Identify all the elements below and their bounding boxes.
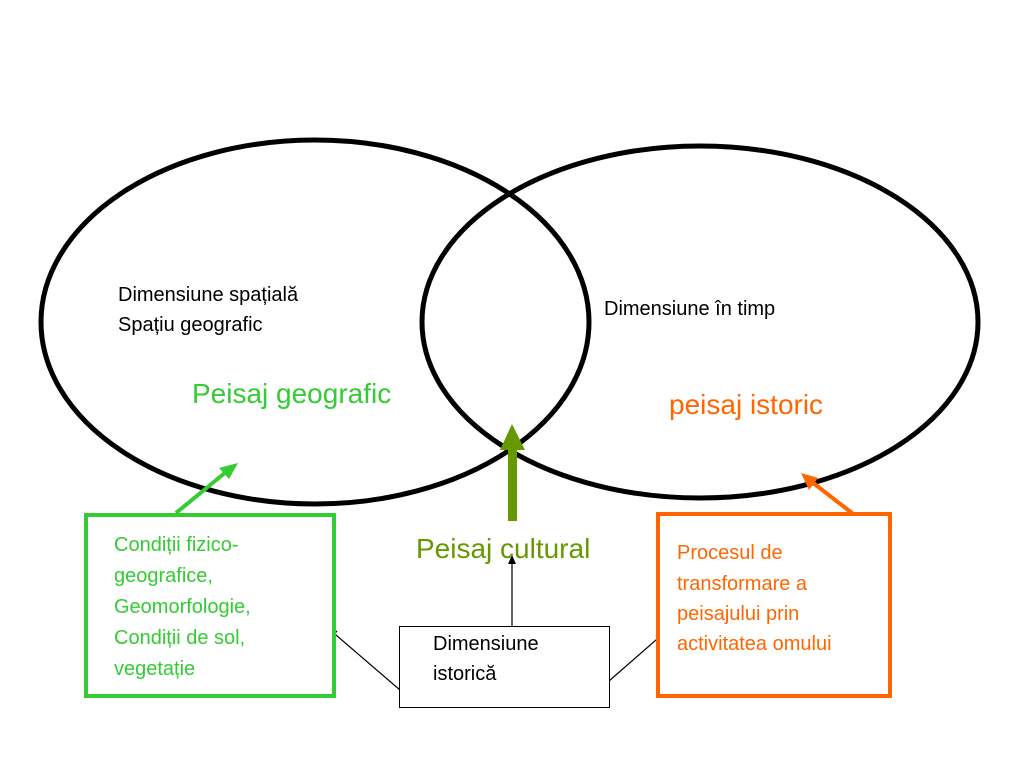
right-box: Procesul de transformare a peisajului pr… xyxy=(656,512,892,698)
center-heading: Peisaj cultural xyxy=(416,533,591,564)
left-box-line: Condiții fizico- xyxy=(114,534,239,556)
bottom-box: Dimensiune istorică xyxy=(399,626,610,708)
bottom-box-line: istorică xyxy=(433,663,497,685)
left-circle-line2: Spațiu geografic xyxy=(118,314,263,336)
right-circle-line1: Dimensiune în timp xyxy=(604,298,776,320)
left-circle-line1: Dimensiune spațială xyxy=(118,284,299,306)
orange-arrow-line xyxy=(810,480,854,515)
left-box: Condiții fizico- geografice, Geomorfolog… xyxy=(84,513,336,698)
orange-arrow-head xyxy=(801,473,818,490)
right-box-line: activitatea omului xyxy=(677,633,832,655)
olive-arrow-shaft xyxy=(508,445,517,521)
left-box-line: vegetație xyxy=(114,658,196,680)
left-circle-heading: Peisaj geografic xyxy=(192,378,392,409)
right-box-line: transformare a xyxy=(677,573,808,595)
left-box-line: Condiții de sol, xyxy=(114,627,246,649)
left-ellipse xyxy=(38,137,592,507)
left-box-line: Geomorfologie, xyxy=(114,596,251,618)
bottom-box-line: Dimensiune xyxy=(433,633,539,655)
green-arrow-line xyxy=(174,470,228,515)
left-box-line: geografice, xyxy=(114,565,213,587)
right-box-line: Procesul de xyxy=(677,542,783,564)
right-ellipse xyxy=(419,143,981,501)
green-arrow-head xyxy=(219,463,238,479)
black-arrow-left xyxy=(328,628,401,691)
olive-arrow-head xyxy=(500,424,525,450)
right-box-line: peisajului prin xyxy=(677,603,800,625)
black-arrow-right xyxy=(608,632,665,682)
right-circle-heading: peisaj istoric xyxy=(669,389,824,420)
